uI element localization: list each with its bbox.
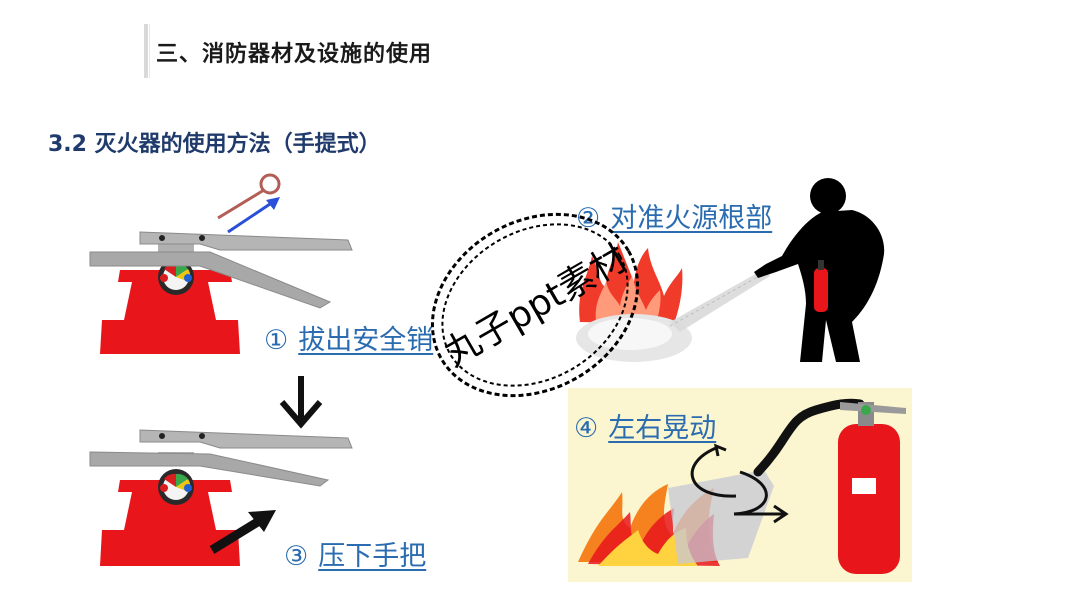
extinguisher-pull-pin-illustration	[89, 173, 353, 354]
step-2-aim-link[interactable]: ② 对准火源根部	[576, 196, 772, 235]
down-arrow-icon	[279, 376, 323, 429]
step-4-number: ④	[574, 413, 599, 444]
step-2-label: 对准火源根部	[610, 203, 773, 234]
step-3-number: ③	[284, 541, 309, 572]
step-3-press-link[interactable]: ③ 压下手把	[284, 534, 426, 573]
extinguisher-press-handle-illustration	[89, 429, 353, 566]
section-divider	[144, 24, 150, 78]
section-title: 三、消防器材及设施的使用	[156, 42, 433, 67]
step-1-label: 拔出安全销	[298, 325, 434, 356]
step-4-sweep-link[interactable]: ④ 左右晃动	[574, 406, 716, 445]
step-1-number: ①	[264, 325, 289, 356]
step-4-label: 左右晃动	[608, 413, 717, 444]
step-1-pull-pin-link[interactable]: ① 拔出安全销	[264, 318, 433, 357]
step-3-label: 压下手把	[318, 541, 427, 572]
sweep-side-to-side-illustration	[568, 388, 912, 582]
step-2-number: ②	[576, 203, 601, 234]
page-subtitle: 3.2 灭火器的使用方法（手提式）	[48, 132, 381, 157]
